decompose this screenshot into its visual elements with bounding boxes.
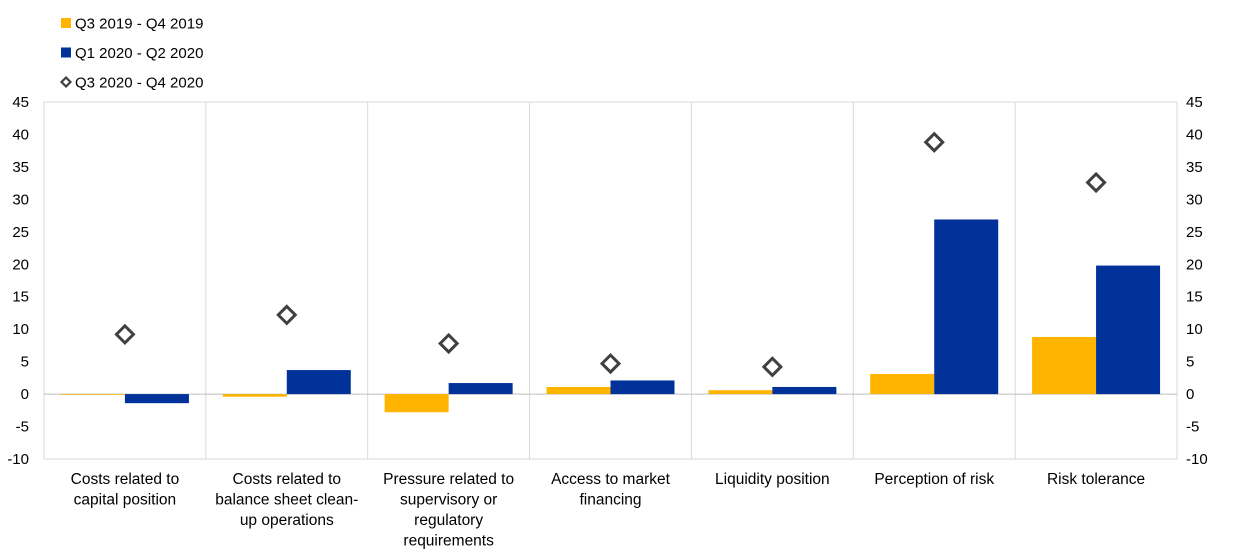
y-tick-label-right: 35	[1186, 159, 1203, 176]
y-tick-label-right: 30	[1186, 191, 1203, 208]
bar-q1-2020-q2-2020	[610, 380, 675, 395]
marker-q3-2020-q4-2020	[1085, 171, 1107, 194]
legend-label: Q3 2019 - Q4 2019	[75, 16, 203, 33]
bar-q1-2020-q2-2020	[448, 383, 513, 395]
y-tick-label-right: -10	[1186, 451, 1208, 468]
y-tick-label-right: 40	[1186, 126, 1203, 143]
y-axis-left: -10 -5 0 5 10 15 20 25 30 35 40 45	[7, 94, 29, 468]
bar-q3-2019-q4-2019	[708, 390, 773, 395]
y-tick-label-left: -5	[16, 419, 29, 436]
legend-swatch	[61, 18, 71, 28]
y-tick-label-right: 25	[1186, 224, 1203, 241]
y-tick-label-right: 45	[1186, 94, 1203, 111]
bar-q3-2019-q4-2019	[870, 373, 935, 395]
marker-q3-2020-q4-2020	[761, 356, 783, 378]
bar-q1-2020-q2-2020	[286, 370, 351, 395]
legend: Q3 2019 - Q4 2019 Q1 2020 - Q2 2020 Q3 202…	[59, 16, 203, 92]
category-label: Risk tolerance	[1047, 471, 1145, 488]
category-label: Perception of risk	[874, 471, 994, 488]
bar-q3-2019-q4-2019	[222, 394, 287, 397]
y-tick-label-left: -10	[7, 451, 29, 468]
bar-q3-2019-q4-2019	[60, 394, 125, 395]
marker-q3-2020-q4-2020	[923, 131, 945, 153]
y-tick-label-left: 5	[21, 354, 29, 371]
y-tick-label-left: 20	[12, 256, 29, 273]
bar-q1-2020-q2-2020	[934, 219, 999, 395]
bar-q3-2019-q4-2019	[546, 386, 611, 395]
plot-frame	[43, 101, 1178, 460]
bar-q3-2019-q4-2019	[384, 394, 449, 413]
y-tick-label-left: 25	[12, 224, 29, 241]
grid	[43, 101, 1178, 460]
marker-q3-2020-q4-2020	[438, 332, 460, 355]
bars	[60, 219, 1161, 413]
y-tick-label-left: 40	[12, 126, 29, 143]
y-tick-label-left: 10	[12, 321, 29, 338]
y-tick-label-right: 15	[1186, 289, 1203, 306]
category-label: Liquidity position	[715, 471, 830, 488]
bar-q1-2020-q2-2020	[772, 386, 837, 395]
y-tick-label-right: 5	[1186, 354, 1194, 371]
y-axis-right: -10 -5 0 5 10 15 20 25 30 35 40 45	[1186, 94, 1208, 468]
marker-q3-2020-q4-2020	[599, 352, 622, 375]
y-tick-label-right: 0	[1186, 386, 1194, 403]
bar-q1-2020-q2-2020	[124, 394, 189, 404]
legend-diamond-icon	[59, 75, 73, 89]
y-tick-label-left: 30	[12, 191, 29, 208]
y-tick-label-right: -5	[1186, 419, 1199, 436]
bar-q1-2020-q2-2020	[1096, 265, 1161, 395]
y-tick-label-left: 15	[12, 289, 29, 306]
y-tick-label-left: 35	[12, 159, 29, 176]
marker-q3-2020-q4-2020	[276, 304, 298, 326]
y-tick-label-right: 20	[1186, 256, 1203, 273]
y-tick-label-left: 0	[21, 386, 29, 403]
marker-q3-2020-q4-2020	[114, 323, 136, 345]
legend-label: Q3 2020 - Q4 2020	[75, 75, 203, 92]
y-tick-label-left: 45	[12, 94, 29, 111]
legend-label: Q1 2020 - Q2 2020	[75, 45, 203, 62]
markers	[114, 131, 1107, 378]
y-tick-label-right: 10	[1186, 321, 1203, 338]
legend-swatch	[61, 47, 71, 58]
bar-q3-2019-q4-2019	[1032, 336, 1097, 395]
